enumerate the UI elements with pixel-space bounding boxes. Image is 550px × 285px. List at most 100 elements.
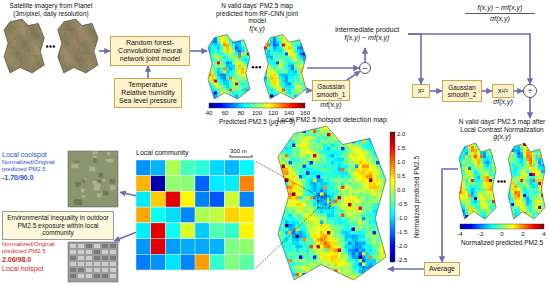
map-pixel	[341, 133, 345, 137]
map-pixel	[300, 95, 303, 98]
map-pixel	[489, 185, 492, 188]
map-pixel	[22, 46, 25, 49]
map-pixel	[483, 209, 486, 212]
map-pixel	[276, 89, 279, 92]
map-pixel	[520, 191, 523, 194]
map-pixel	[486, 197, 489, 200]
map-pixel	[282, 80, 285, 83]
map-pixel	[67, 22, 70, 25]
map-pixel	[232, 92, 235, 95]
map-pixel	[477, 209, 480, 212]
map-pixel	[64, 58, 67, 61]
map-pixel	[235, 92, 238, 95]
map-pixel	[208, 62, 211, 65]
map-pixel	[300, 59, 303, 62]
map-pixel	[517, 218, 520, 221]
map-pixel	[535, 179, 538, 182]
map-pixel	[91, 40, 94, 43]
map-pixel	[300, 50, 303, 53]
map-pixel	[517, 203, 520, 206]
map-pixel	[297, 83, 300, 86]
map-pixel	[73, 55, 76, 58]
map-pixel	[285, 89, 288, 92]
map-pixel	[97, 46, 100, 49]
map-pixel	[327, 133, 331, 137]
map-pixel	[511, 194, 514, 197]
map-pixel	[22, 52, 25, 55]
map-pixel	[64, 31, 67, 34]
map-pixel	[474, 167, 477, 170]
map-pixel	[468, 179, 471, 182]
map-pixel	[489, 155, 492, 158]
map-pixel	[462, 197, 465, 200]
map-pixel	[465, 164, 468, 167]
map-pixel	[489, 167, 492, 170]
map-pixel	[247, 92, 250, 95]
map-pixel	[300, 98, 303, 101]
map-pixel	[223, 71, 226, 74]
map-pixel	[514, 179, 517, 182]
map-pixel	[468, 146, 471, 149]
map-pixel	[85, 34, 88, 37]
map-pixel	[247, 44, 250, 47]
map-pixel	[235, 95, 238, 98]
map-pixel	[459, 149, 462, 152]
map-pixel	[67, 46, 70, 49]
map-pixel	[270, 62, 273, 65]
map-pixel	[31, 31, 34, 34]
map-pixel	[483, 194, 486, 197]
map-pixel	[334, 126, 338, 130]
map-pixel	[492, 170, 495, 173]
map-pixel	[270, 71, 273, 74]
map-pixel	[217, 38, 220, 41]
map-pixel	[532, 212, 535, 215]
map-pixel	[43, 31, 46, 34]
map-pixel	[64, 46, 67, 49]
map-pixel	[16, 31, 19, 34]
map-pixel	[514, 200, 517, 203]
map-pixel	[217, 80, 220, 83]
map-pixel	[348, 126, 352, 130]
map-pixel	[520, 149, 523, 152]
map-pixel	[538, 173, 541, 176]
map-pixel	[462, 206, 465, 209]
map-pixel	[241, 47, 244, 50]
map-pixel	[226, 38, 229, 41]
map-pixel	[508, 143, 511, 146]
map-pixel	[235, 71, 238, 74]
map-pixel	[220, 50, 223, 53]
map-pixel	[67, 37, 70, 40]
map-pixel	[279, 41, 282, 44]
map-pixel	[303, 35, 306, 38]
map-pixel	[495, 194, 498, 197]
map-pixel	[247, 47, 250, 50]
map-pixel	[465, 209, 468, 212]
map-pixel	[76, 52, 79, 55]
map-pixel	[532, 167, 535, 170]
map-pixel	[270, 89, 273, 92]
map-pixel	[517, 158, 520, 161]
map-pixel	[511, 158, 514, 161]
map-pixel	[211, 71, 214, 74]
map-pixel	[465, 185, 468, 188]
map-pixel	[85, 43, 88, 46]
map-pixel	[25, 55, 28, 58]
map-pixel	[235, 77, 238, 80]
map-pixel	[300, 89, 303, 92]
map-pixel	[465, 173, 468, 176]
map-pixel	[294, 65, 297, 68]
district-outline	[459, 143, 496, 219]
map-pixel	[238, 62, 241, 65]
map-pixel	[217, 56, 220, 59]
map-pixel	[294, 83, 297, 86]
map-pixel	[82, 43, 85, 46]
map-pixel	[544, 158, 547, 161]
map-pixel	[529, 155, 532, 158]
map-pixel	[232, 53, 235, 56]
map-pixel	[291, 92, 294, 95]
map-pixel	[226, 83, 229, 86]
map-pixel	[300, 35, 303, 38]
map-pixel	[526, 182, 529, 185]
map-pixel	[468, 173, 471, 176]
map-pixel	[477, 200, 480, 203]
